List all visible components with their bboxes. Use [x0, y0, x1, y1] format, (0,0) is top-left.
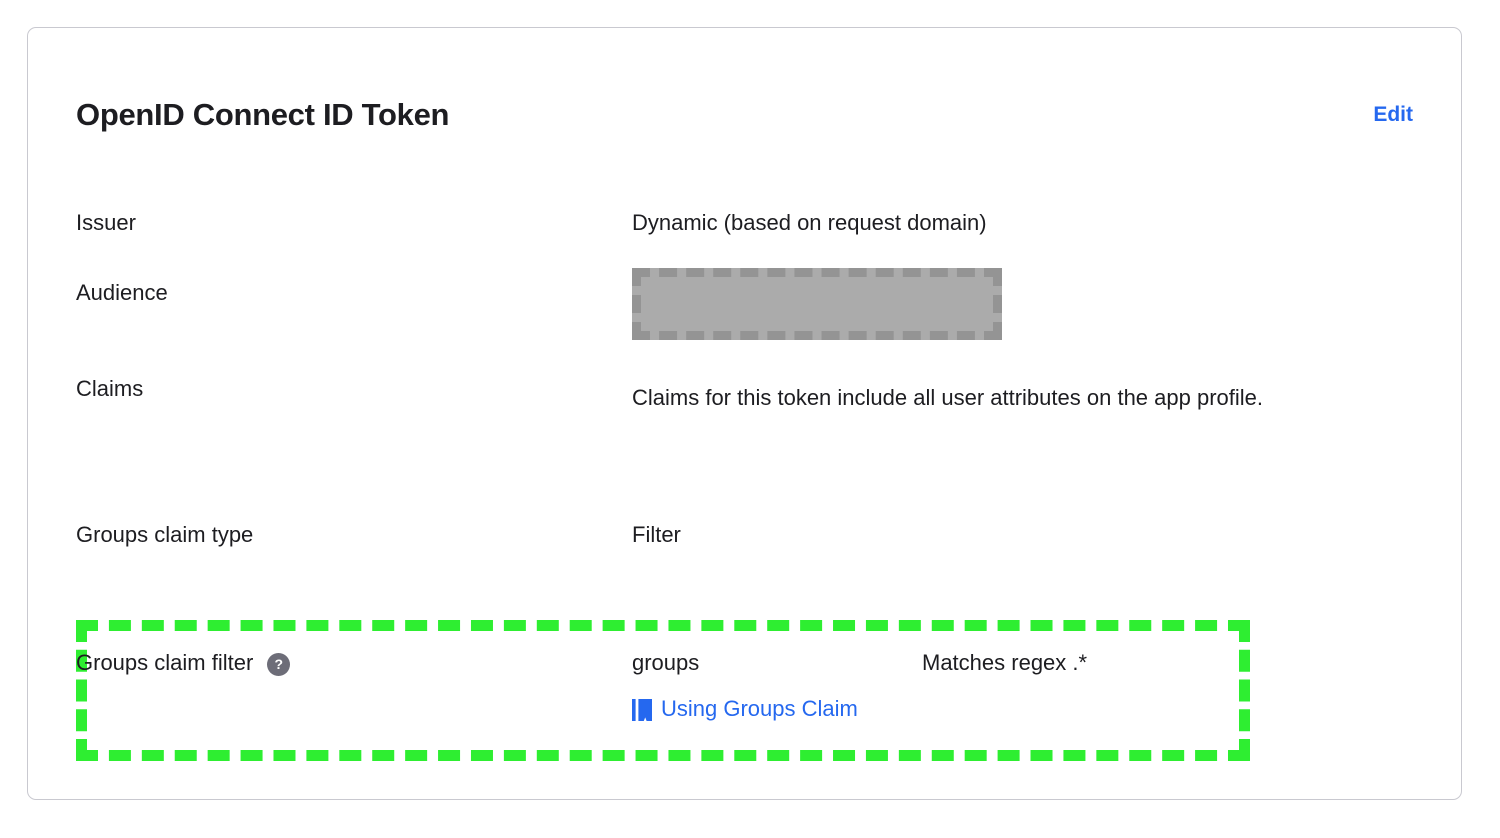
using-groups-claim-link-row[interactable]: Using Groups Claim — [632, 696, 1416, 722]
row-value-issuer: Dynamic (based on request domain) — [632, 210, 987, 235]
groups-claim-name: groups — [632, 650, 700, 675]
help-question-icon[interactable]: ? — [267, 652, 291, 676]
row-groups-claim-type: Groups claim type Filter — [76, 518, 1441, 572]
row-value-claims: Claims for this token include all user a… — [632, 385, 1263, 410]
row-label-issuer: Issuer — [76, 210, 136, 235]
row-issuer: Issuer Dynamic (based on request domain) — [76, 206, 1441, 278]
row-claims: Claims Claims for this token include all… — [76, 374, 1441, 518]
token-detail-rows: Issuer Dynamic (based on request domain)… — [76, 206, 1441, 572]
using-groups-claim-link[interactable]: Using Groups Claim — [661, 696, 858, 721]
groups-claim-filter-line: groups Matches regex .* — [632, 642, 1416, 684]
row-audience: Audience — [76, 268, 1441, 374]
groups-claim-filter-label-text: Groups claim filter — [76, 650, 254, 675]
row-value-audience — [632, 268, 1441, 354]
row-label-claims: Claims — [76, 376, 144, 401]
openid-connect-id-token-card: OpenID Connect ID Token Edit Issuer Dyna… — [27, 27, 1462, 800]
edit-button[interactable]: Edit — [1373, 103, 1413, 126]
groups-claim-match-rule: Matches regex .* — [922, 650, 1088, 675]
row-label-audience: Audience — [76, 280, 168, 305]
row-label-groups-claim-filter: Groups claim filter ? — [76, 642, 632, 684]
row-groups-claim-filter: Groups claim filter ? groups Matches reg… — [76, 642, 1416, 722]
row-label-groups-claim-type: Groups claim type — [76, 522, 254, 547]
row-value-groups-claim-type: Filter — [632, 522, 681, 547]
redaction-overlay — [632, 268, 1002, 340]
page-title: OpenID Connect ID Token — [76, 97, 450, 132]
card-header: OpenID Connect ID Token Edit — [76, 90, 1413, 140]
book-icon — [632, 699, 652, 721]
groups-claim-filter-values: groups Matches regex .* Using Groups Cla… — [632, 642, 1416, 722]
